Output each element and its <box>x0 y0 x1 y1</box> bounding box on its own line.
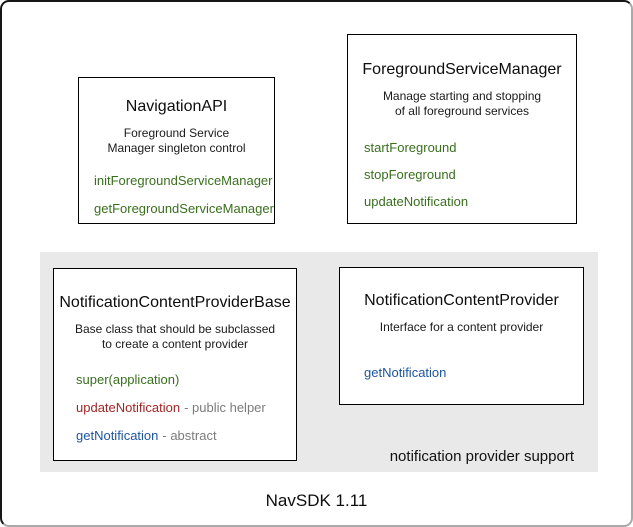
method-name: startForeground <box>364 140 457 155</box>
method-name: stopForeground <box>364 167 456 182</box>
method-name: updateNotification <box>364 194 469 209</box>
description-line: of all foreground services <box>394 104 530 118</box>
method-list: startForeground stopForeground updateNot… <box>364 141 576 209</box>
description-line: Foreground Service <box>123 126 230 140</box>
method-get-foreground-service-manager: getForegroundServiceManager <box>94 202 274 216</box>
description-line: Manage starting and stopping <box>382 89 542 103</box>
method-start-foreground: startForeground <box>364 141 576 155</box>
class-description: Manage starting and stopping of all fore… <box>348 89 576 119</box>
method-super-application: super(application) <box>76 373 296 387</box>
class-title-foreground-service-manager: ForegroundServiceManager <box>362 61 562 78</box>
method-list: super(application) updateNotification- p… <box>76 373 296 443</box>
method-note: - public helper <box>184 400 266 415</box>
class-description: Interface for a content provider <box>340 320 583 335</box>
class-title-notification-content-provider: NotificationContentProvider <box>364 292 559 309</box>
class-box-foreground-service-manager: ForegroundServiceManager Manage starting… <box>347 34 577 224</box>
sdk-version-label: NavSDK 1.11 <box>265 491 368 510</box>
method-name: getNotification <box>76 428 159 443</box>
class-title-notification-content-provider-base: NotificationContentProviderBase <box>59 294 291 311</box>
method-list: getNotification <box>364 366 583 380</box>
method-list: initForegroundServiceManager getForegrou… <box>94 174 274 216</box>
class-box-notification-content-provider: NotificationContentProvider Interface fo… <box>339 267 584 405</box>
class-box-navigation-api: NavigationAPI Foreground Service Manager… <box>78 77 275 224</box>
method-name: getNotification <box>364 365 447 380</box>
method-update-notification: updateNotification- public helper <box>76 401 296 415</box>
method-get-notification: getNotification <box>364 366 583 380</box>
method-name: getForegroundServiceManager <box>94 201 274 216</box>
notification-support-panel: NotificationContentProviderBase Base cla… <box>40 252 598 472</box>
method-init-foreground-service-manager: initForegroundServiceManager <box>94 174 274 188</box>
method-stop-foreground: stopForeground <box>364 168 576 182</box>
class-box-notification-content-provider-base: NotificationContentProviderBase Base cla… <box>53 268 297 461</box>
class-description: Base class that should be subclassed to … <box>54 322 296 352</box>
class-description: Foreground Service Manager singleton con… <box>79 126 274 156</box>
description-line: Base class that should be subclassed <box>74 322 276 336</box>
description-line: Manager singleton control <box>107 141 246 155</box>
method-name: super(application) <box>76 372 180 387</box>
method-name: initForegroundServiceManager <box>94 173 273 188</box>
class-title-navigation-api: NavigationAPI <box>125 98 228 115</box>
method-update-notification: updateNotification <box>364 195 576 209</box>
description-line: to create a content provider <box>101 337 249 351</box>
method-note: - abstract <box>162 428 217 443</box>
method-name: updateNotification <box>76 400 181 415</box>
description-line: Interface for a content provider <box>379 320 544 334</box>
method-get-notification: getNotification- abstract <box>76 429 296 443</box>
panel-caption: notification provider support <box>389 448 574 465</box>
